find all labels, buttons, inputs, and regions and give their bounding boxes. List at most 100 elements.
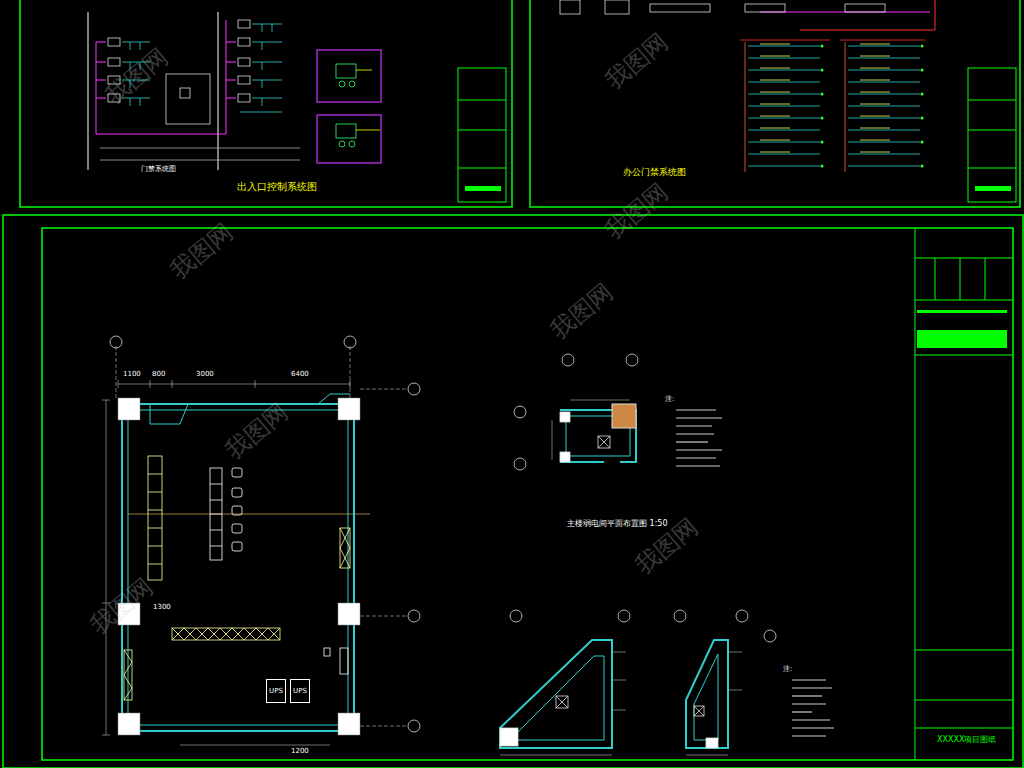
equipment-rack xyxy=(340,528,350,568)
door-symbol xyxy=(339,81,345,87)
ups-box: UPS xyxy=(266,679,286,703)
circuit-row xyxy=(760,44,890,152)
equipment-rack xyxy=(148,492,162,493)
door-symbol xyxy=(349,141,355,147)
axis-bubble xyxy=(764,630,776,642)
ups-box: UPS xyxy=(290,679,310,703)
chair xyxy=(232,488,242,497)
axis-bubble xyxy=(626,354,638,366)
room-wall xyxy=(500,640,612,748)
door-symbol xyxy=(349,81,355,87)
axis-bubble xyxy=(514,458,526,470)
riser-line xyxy=(88,12,300,170)
dimension-line xyxy=(728,652,742,653)
equipment-rack xyxy=(340,528,350,568)
equipment-rack xyxy=(148,474,162,475)
room-wall xyxy=(150,404,188,424)
equipment xyxy=(560,412,570,422)
drawing-frame xyxy=(20,0,512,207)
cabinet xyxy=(612,404,636,428)
note-lines xyxy=(676,449,722,450)
dimension-line xyxy=(350,346,351,400)
equipment-rack xyxy=(124,650,132,700)
title-block xyxy=(960,258,961,300)
axis-bubble xyxy=(110,336,776,732)
access-wiring xyxy=(96,20,226,134)
note-lines xyxy=(676,433,714,434)
controller-box xyxy=(108,58,120,66)
note-lines xyxy=(792,735,826,736)
chair xyxy=(232,542,242,551)
dimension-line xyxy=(118,380,119,388)
dimension-line xyxy=(552,420,553,460)
branch-line xyxy=(240,24,282,112)
axis-bubble xyxy=(110,336,122,348)
structural-column xyxy=(338,398,360,420)
dimension: 1100 xyxy=(122,371,142,379)
axis-bubble xyxy=(344,336,356,348)
circuit-row xyxy=(848,46,920,166)
circuit-row xyxy=(745,42,845,172)
axis-bubble xyxy=(674,610,686,622)
title-block xyxy=(458,100,506,101)
equipment xyxy=(598,436,610,448)
title-block xyxy=(915,700,1013,701)
panel-box xyxy=(605,0,629,14)
circuit-row xyxy=(740,40,925,172)
outlet-dot xyxy=(921,117,924,120)
room-wall xyxy=(686,640,728,748)
note-heading: 注: xyxy=(782,666,793,674)
equipment xyxy=(556,696,568,708)
door-symbol xyxy=(356,130,380,131)
title-block xyxy=(458,68,506,202)
axis-bubble xyxy=(736,610,748,622)
watermark: 我图网 xyxy=(85,572,159,640)
chair xyxy=(232,524,242,533)
title-bar xyxy=(465,186,1011,348)
title-block xyxy=(985,258,986,300)
watermark: 我图网 xyxy=(165,217,239,285)
outlet-dot xyxy=(821,69,824,72)
door-symbol xyxy=(339,141,345,147)
riser-line xyxy=(935,0,936,30)
equipment-rack xyxy=(148,528,162,529)
outlet-dot xyxy=(821,45,824,48)
controller-box xyxy=(108,38,120,46)
structural-column xyxy=(118,398,360,735)
title-block xyxy=(915,355,1013,356)
outlet-dot xyxy=(821,165,824,168)
chair xyxy=(232,468,242,477)
equipment-rack xyxy=(210,530,222,531)
riser-line xyxy=(87,12,89,170)
equipment xyxy=(500,728,518,746)
equipment-rack xyxy=(210,468,222,560)
note-lines xyxy=(792,719,830,720)
title-block xyxy=(915,228,916,760)
note-lines xyxy=(676,410,834,736)
outlet-dot xyxy=(921,45,924,48)
axis-bubble xyxy=(408,610,420,622)
axis-bubble xyxy=(618,610,630,622)
access-wiring xyxy=(96,20,236,134)
outlet-dot xyxy=(921,69,924,72)
equipment-rack xyxy=(148,546,162,547)
controller-box xyxy=(238,76,250,84)
equipment-label: UPS xyxy=(269,687,283,695)
dimension-line xyxy=(118,384,350,385)
riser-line xyxy=(760,0,935,30)
title-block xyxy=(968,100,1016,101)
dimension-line xyxy=(360,726,408,727)
drawing-frame xyxy=(42,228,1013,760)
controller-box xyxy=(238,20,250,28)
equipment-rack xyxy=(210,500,222,501)
circuit-row xyxy=(748,46,820,166)
outlet-dot xyxy=(921,165,924,168)
access-wiring xyxy=(226,42,236,98)
project-name: XXXXX项目图纸 xyxy=(936,736,997,745)
equipment xyxy=(560,452,570,462)
dimension-line xyxy=(128,514,370,515)
dimension-line xyxy=(102,400,110,401)
dimension: 6400 xyxy=(290,371,310,379)
